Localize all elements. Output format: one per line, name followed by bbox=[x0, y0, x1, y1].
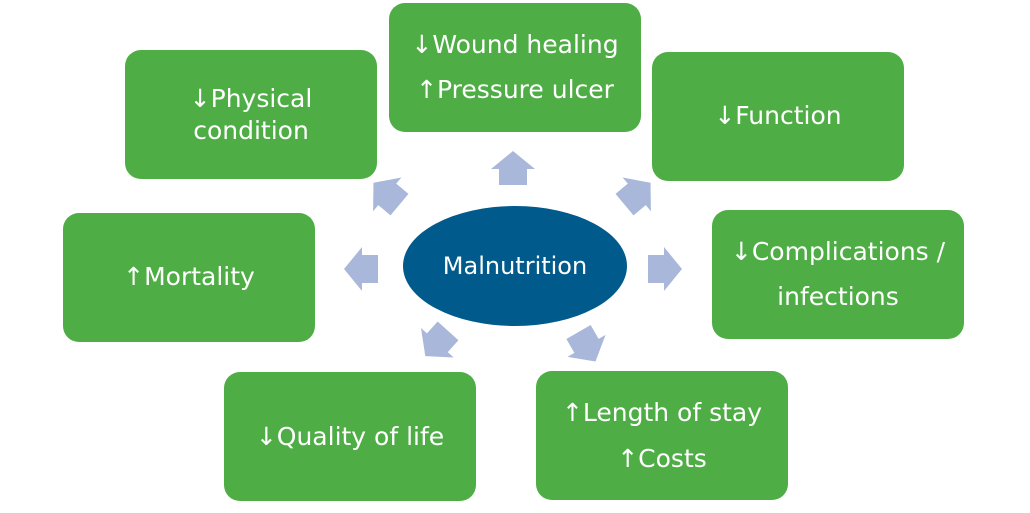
box-complications-line-1: ↓Complications / bbox=[731, 237, 946, 266]
arrow-up-left bbox=[373, 177, 409, 216]
center-label: Malnutrition bbox=[443, 252, 587, 280]
box-wound-healing: ↓Wound healing ↑Pressure ulcer bbox=[389, 3, 641, 132]
center-ellipse bbox=[403, 206, 627, 326]
box-complications-line-2: infections bbox=[777, 282, 899, 311]
box-physical-condition: ↓Physical condition bbox=[125, 50, 377, 179]
box-physical-condition-line-2: condition bbox=[193, 116, 309, 145]
arrow-up bbox=[491, 151, 535, 185]
arrows bbox=[344, 151, 682, 362]
box-mortality-line-1: ↑Mortality bbox=[123, 262, 255, 291]
box-complications: ↓Complications / infections bbox=[712, 210, 964, 339]
box-length-of-stay-line-1: ↑Length of stay bbox=[562, 398, 762, 427]
arrow-up-right bbox=[615, 177, 651, 216]
box-wound-healing-line-2: ↑Pressure ulcer bbox=[416, 75, 615, 104]
box-quality-of-life: ↓Quality of life bbox=[224, 372, 476, 501]
outcome-boxes: ↓Wound healing ↑Pressure ulcer ↓Function… bbox=[63, 3, 964, 501]
box-function: ↓Function bbox=[652, 52, 904, 181]
arrow-down-left bbox=[420, 321, 459, 358]
arrow-left bbox=[344, 247, 378, 291]
box-length-of-stay-line-2: ↑Costs bbox=[617, 444, 707, 473]
box-physical-condition-line-1: ↓Physical bbox=[190, 84, 313, 113]
arrow-down-right bbox=[566, 325, 606, 362]
box-function-line-1: ↓Function bbox=[714, 101, 841, 130]
box-wound-healing-line-1: ↓Wound healing bbox=[411, 30, 618, 59]
box-length-of-stay: ↑Length of stay ↑Costs bbox=[536, 371, 788, 500]
box-mortality: ↑Mortality bbox=[63, 213, 315, 342]
box-quality-of-life-line-1: ↓Quality of life bbox=[256, 422, 444, 451]
center-node: Malnutrition bbox=[403, 206, 627, 326]
arrow-right bbox=[648, 247, 682, 291]
